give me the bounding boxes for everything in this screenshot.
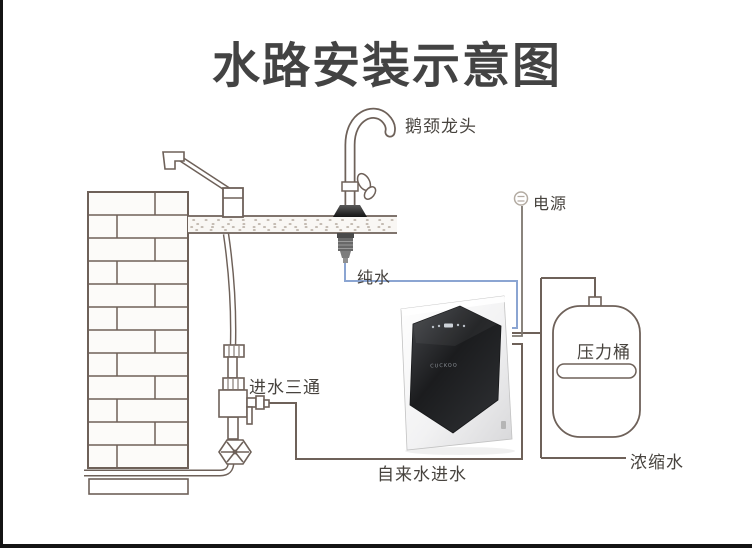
purifier-front-panel (409, 305, 502, 434)
water-purifier (400, 295, 515, 455)
label-gooseneck-faucet: 鹅颈龙头 (405, 117, 477, 137)
tank-band (556, 363, 637, 379)
label-power: 电源 (533, 194, 568, 213)
faucet-base (333, 205, 367, 217)
label-pressure-tank: 压力桶 (577, 343, 631, 363)
indicator-lights (431, 323, 466, 329)
label-concentrated-water: 浓缩水 (630, 453, 684, 473)
label-tap-water-inlet: 自来水进水 (377, 465, 467, 485)
side-port (501, 421, 506, 429)
pure-water-fitting (337, 233, 354, 263)
gooseneck-faucet (333, 107, 396, 217)
label-inlet-tee: 进水三通 (249, 378, 321, 398)
wall-base-slab (88, 478, 189, 495)
label-pure-water: 纯水 (357, 268, 392, 287)
inlet-tee (218, 344, 270, 425)
brick-wall (87, 191, 189, 469)
pure-water-tube (344, 263, 518, 329)
page-title: 水路安装示意图 (212, 38, 563, 94)
left-border (0, 0, 3, 548)
power-cord (512, 191, 529, 337)
tank-and-concentrate-tubes (512, 277, 626, 459)
kitchen-faucet (162, 151, 244, 218)
countertop (188, 215, 397, 234)
tap-water-tube (269, 343, 523, 460)
bottom-border (0, 544, 752, 548)
pressure-tank (552, 296, 641, 438)
faucet-supply-hose (222, 233, 237, 347)
power-plug-icon (513, 191, 529, 206)
shutoff-valve (218, 416, 252, 465)
